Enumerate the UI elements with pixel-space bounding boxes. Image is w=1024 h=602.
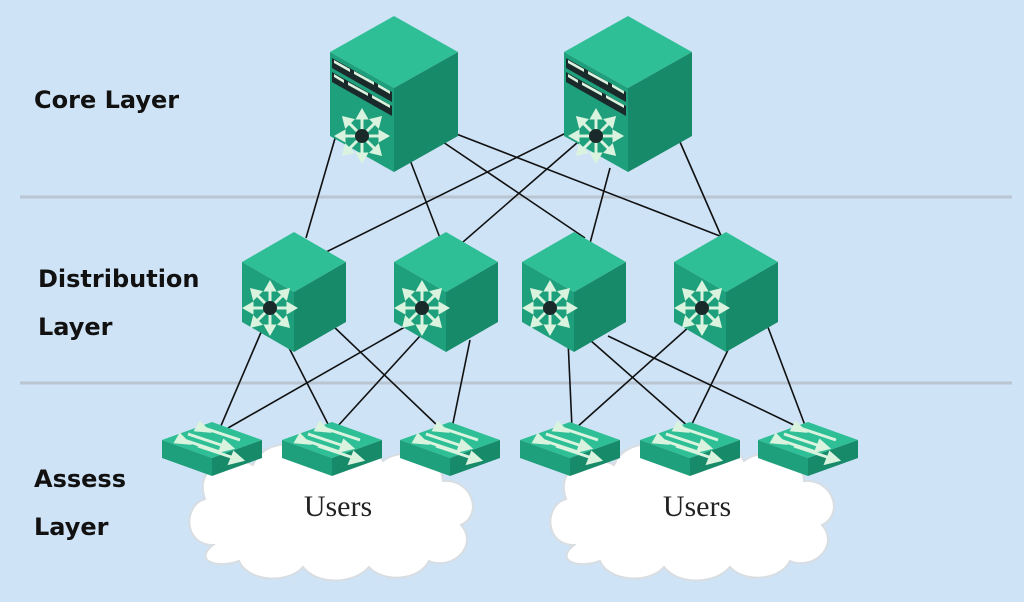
multilayer-switch-icon [394, 232, 498, 352]
access-layer-label-line1: Assess [34, 465, 126, 493]
access-layer-label-line2: Layer [34, 513, 109, 541]
distribution-layer-label-line1: Distribution [38, 265, 200, 293]
core-links [305, 129, 726, 263]
core-layer-label: Core Layer [34, 86, 180, 114]
distribution-layer-label-line2: Layer [38, 313, 113, 341]
core-router-icon [330, 16, 458, 172]
distribution-links [219, 321, 807, 429]
users-label-left: Users [304, 490, 372, 523]
multilayer-switch-icon [674, 232, 778, 352]
users-label-right: Users [663, 490, 731, 523]
core-router-icon [564, 16, 692, 172]
multilayer-switch-icon [522, 232, 626, 352]
